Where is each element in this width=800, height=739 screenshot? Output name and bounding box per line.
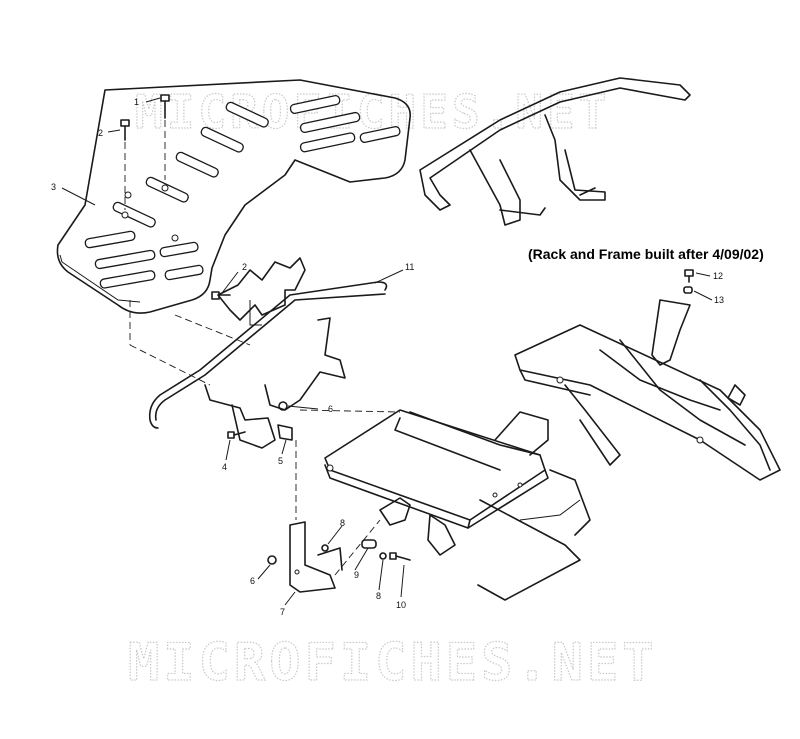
- callout-9: 9: [354, 570, 359, 580]
- bolt-12: [684, 269, 694, 283]
- callout-8b: 8: [376, 591, 381, 601]
- spacer-9: [361, 539, 377, 549]
- rack-bracket-left: [217, 257, 306, 326]
- nut-6: [278, 401, 288, 411]
- plate-5: [277, 424, 293, 441]
- screw-2: [120, 119, 130, 141]
- leader-lines: [61, 97, 713, 606]
- nut-6b: [267, 555, 277, 565]
- callout-10: 10: [396, 600, 406, 610]
- rack-strut: [204, 317, 346, 449]
- washer-8b: [379, 552, 387, 560]
- callout-3: 3: [51, 182, 56, 192]
- hitch-bracket: [289, 521, 343, 593]
- callout-8: 8: [340, 518, 345, 528]
- washer-13: [683, 286, 693, 294]
- rear-rack: [56, 79, 412, 314]
- rack-rail-new: [419, 77, 691, 226]
- callout-12: 12: [713, 271, 723, 281]
- callout-4: 4: [222, 462, 227, 472]
- rack-note: (Rack and Frame built after 4/09/02): [528, 246, 764, 262]
- watermark-bottom: MICROFICHES.NET: [128, 633, 658, 693]
- callout-13: 13: [714, 295, 724, 305]
- callout-11: 11: [405, 262, 414, 272]
- screw-1: [160, 94, 170, 119]
- callouts: 1 2 3 2 11 4 6 5 8 6 9 8 10 7 12 13: [51, 97, 724, 617]
- callout-6: 6: [328, 404, 333, 414]
- callout-1: 1: [134, 97, 139, 107]
- washer-8a: [321, 544, 329, 552]
- callout-2b: 2: [242, 262, 247, 272]
- screw-2b: [211, 291, 231, 300]
- rack-slots: [84, 94, 401, 289]
- bolt-10: [389, 552, 411, 561]
- callout-7: 7: [280, 607, 285, 617]
- frame-new: [514, 299, 781, 481]
- callout-2: 2: [98, 128, 103, 138]
- callout-5: 5: [278, 456, 283, 466]
- grab-bar: [148, 281, 388, 429]
- callout-6b: 6: [250, 576, 255, 586]
- main-frame: [324, 409, 591, 601]
- bolt-4: [227, 431, 246, 439]
